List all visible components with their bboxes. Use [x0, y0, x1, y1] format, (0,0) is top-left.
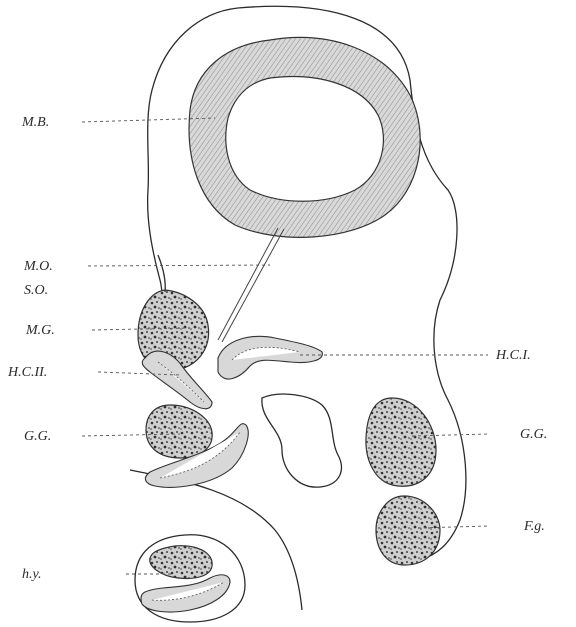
label-so: S.O.: [24, 283, 48, 298]
label-gg-left: G.G.: [24, 429, 51, 444]
hyoid-region: [135, 535, 245, 622]
optic-stalk: [218, 228, 284, 342]
leader-mo: [88, 265, 270, 266]
label-mo: M.O.: [23, 259, 53, 274]
label-hy: h.y.: [22, 567, 41, 582]
label-mb: M.B.: [21, 115, 49, 130]
hyomandibular-cleft-one: [218, 336, 322, 379]
label-mg: M.G.: [25, 323, 55, 338]
facial-ganglion: [376, 496, 440, 565]
right-glossopharyngeal-ganglion: [366, 398, 436, 486]
label-hcii: H.C.II.: [7, 365, 47, 380]
label-gg-right: G.G.: [520, 427, 547, 442]
label-fg: F.g.: [523, 519, 545, 534]
mid-brain: [189, 37, 420, 237]
hyomandibular-cleft-two: [142, 351, 212, 409]
left-glossopharyngeal-ganglion: [146, 405, 212, 458]
pharynx-cavity: [262, 394, 342, 487]
label-hci: H.C.I.: [495, 348, 531, 363]
